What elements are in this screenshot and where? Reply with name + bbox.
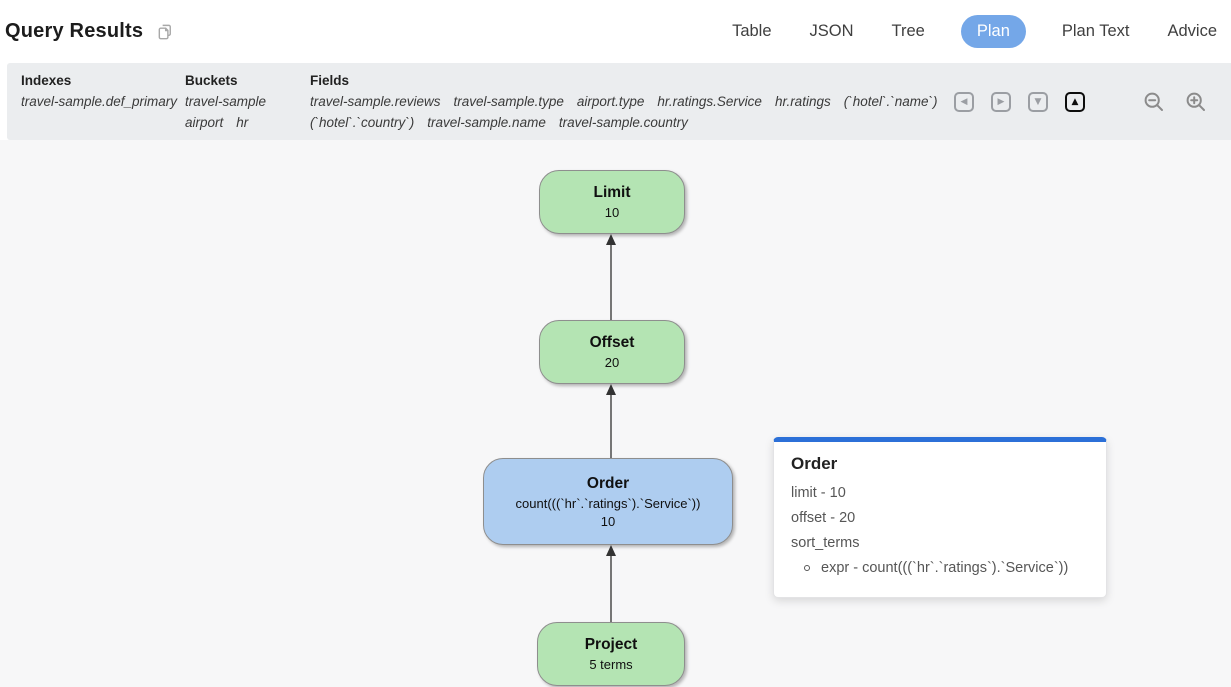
results-view-tabs: Table JSON Tree Plan Plan Text Advice: [730, 15, 1219, 48]
field-item: (`hotel`.`country`): [310, 115, 415, 130]
tooltip-line: sort_terms: [791, 535, 860, 551]
field-item: (`hotel`.`name`): [843, 94, 938, 109]
index-item: travel-sample.def_primary: [21, 94, 178, 109]
node-title: Project: [584, 636, 638, 653]
plan-node-limit[interactable]: Limit 10: [539, 170, 685, 234]
nav-right-icon: ▶: [997, 96, 1005, 107]
nav-down-icon: ▼: [1034, 96, 1042, 107]
node-title: Order: [586, 474, 630, 492]
copy-icon: [158, 24, 172, 39]
node-detail: 10: [604, 205, 620, 220]
node-detail: 10: [600, 513, 616, 529]
indexes-label: Indexes: [21, 73, 72, 88]
arrowhead-icon: [606, 384, 616, 395]
field-item: travel-sample.type: [453, 94, 564, 109]
arrowhead-icon: [606, 234, 616, 245]
orient-left-button[interactable]: ◀: [954, 92, 974, 112]
nav-up-icon: ▲: [1071, 96, 1079, 107]
tab-advice[interactable]: Advice: [1167, 22, 1217, 40]
plan-node-project[interactable]: Project 5 terms: [537, 622, 685, 686]
bucket-item: travel-sample: [185, 94, 267, 109]
zoom-out-button[interactable]: [1143, 91, 1165, 113]
orient-right-button[interactable]: ▶: [991, 92, 1011, 112]
results-header: Query Results Table JSON Tree Plan Plan …: [0, 0, 1231, 63]
field-item: travel-sample.reviews: [310, 94, 441, 109]
node-title: Limit: [593, 184, 631, 201]
tab-table[interactable]: Table: [732, 22, 772, 40]
plan-node-offset[interactable]: Offset 20: [539, 320, 685, 384]
tooltip-title: Order: [791, 454, 838, 473]
edge-offset-to-limit: [605, 234, 617, 320]
nav-left-icon: ◀: [960, 96, 968, 107]
node-title: Offset: [589, 334, 635, 351]
summary-fields: Fields travel-sample.reviews travel-samp…: [310, 73, 938, 133]
tab-plan-text[interactable]: Plan Text: [1061, 22, 1130, 40]
tooltip-bullet-line: expr - count(((`hr`.`ratings`).`Service`…: [791, 556, 1090, 581]
orient-up-button[interactable]: ▲: [1065, 92, 1085, 112]
field-item: airport.type: [576, 94, 645, 109]
field-item: hr.ratings.Service: [657, 94, 762, 109]
fields-label: Fields: [310, 73, 350, 88]
summary-buckets: Buckets travel-sample airport hr: [185, 73, 310, 133]
plan-diagram-canvas[interactable]: Limit 10 Offset 20 Order count(((`hr`.`r…: [0, 140, 1231, 687]
plan-summary-bar: Indexes travel-sample.def_primary Bucket…: [7, 63, 1231, 140]
arrowhead-icon: [606, 545, 616, 556]
field-item: travel-sample.name: [427, 115, 546, 130]
buckets-label: Buckets: [185, 73, 238, 88]
tooltip-bullet-text: expr - count(((`hr`.`ratings`).`Service`…: [821, 560, 1069, 576]
bucket-item: airport: [185, 115, 224, 130]
tab-json[interactable]: JSON: [809, 22, 854, 40]
orient-down-button[interactable]: ▼: [1028, 92, 1048, 112]
bullet-circle-icon: [804, 565, 810, 571]
node-details-tooltip: Order limit - 10 offset - 20 sort_terms …: [773, 437, 1107, 598]
page-title: Query Results: [5, 20, 144, 42]
node-detail: 5 terms: [589, 657, 633, 672]
field-item: hr.ratings: [774, 94, 831, 109]
node-detail: count(((`hr`.`ratings`).`Service`)): [515, 495, 701, 511]
tooltip-line: offset - 20: [791, 510, 856, 526]
copy-results-button[interactable]: [156, 22, 175, 42]
field-item: travel-sample.country: [558, 115, 688, 130]
tab-plan[interactable]: Plan: [960, 15, 1026, 48]
node-detail: 20: [604, 355, 620, 370]
zoom-in-button[interactable]: [1185, 91, 1207, 113]
zoom-out-icon: [1144, 92, 1163, 111]
tab-tree[interactable]: Tree: [891, 22, 925, 40]
diagram-controls: ◀ ▶ ▼ ▲: [954, 91, 1231, 113]
edge-project-to-order: [605, 545, 617, 622]
edge-order-to-offset: [605, 384, 617, 458]
tooltip-line: limit - 10: [791, 485, 846, 501]
plan-node-order[interactable]: Order count(((`hr`.`ratings`).`Service`)…: [483, 458, 733, 545]
zoom-in-icon: [1186, 92, 1205, 111]
bucket-item: hr: [236, 115, 249, 130]
summary-indexes: Indexes travel-sample.def_primary: [21, 73, 185, 112]
